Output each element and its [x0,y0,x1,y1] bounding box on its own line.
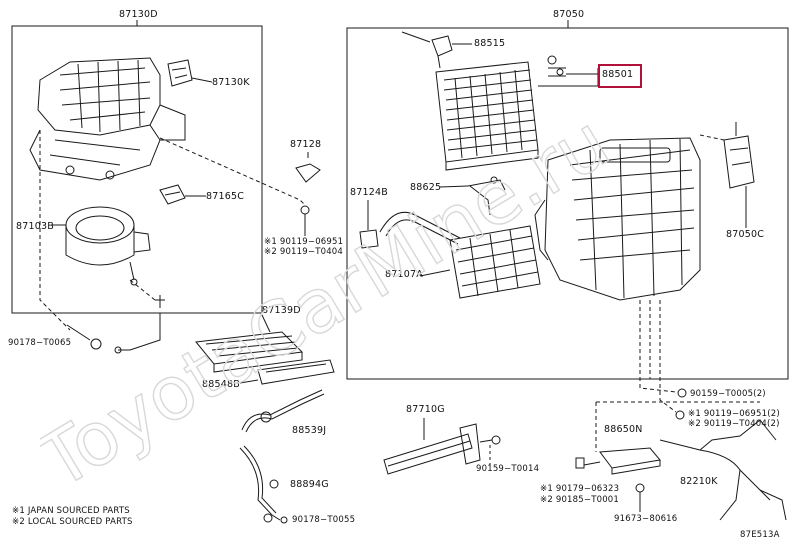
evaporator-88501-sketch [435,61,539,171]
part-90119-06951-2[interactable]: ※1 90119−06951(2) [688,409,780,419]
cabin-filter-sketch [195,314,304,373]
part-87165c[interactable]: 87165C [206,191,245,202]
part-87710g[interactable]: 87710G [406,404,445,415]
part-90159-t0014[interactable]: 90159−T0014 [476,464,540,474]
group-label-87130d[interactable]: 87130D [119,9,158,20]
blower-motor-sketch [52,206,151,286]
part-90119-06951[interactable]: ※1 90119−06951 [264,237,344,247]
blower-case-sketch [29,57,186,181]
actuator-87130k-sketch [167,59,213,87]
resistor-87165c-sketch [159,184,206,205]
part-90179-06323[interactable]: ※1 90179−06323 [540,484,620,494]
part-87050c[interactable]: 87050C [726,229,765,240]
part-88501[interactable]: 88501 [602,69,634,80]
part-88539j[interactable]: 88539J [292,425,327,436]
highlight-88501 [598,64,642,88]
part-87107a[interactable]: 87107A [385,269,423,280]
figure-code: 87E513A [740,530,780,540]
note-local-sourced: ※2 LOCAL SOURCED PARTS [12,517,133,527]
part-87128[interactable]: 87128 [290,139,322,150]
part-91673-80616[interactable]: 91673−80616 [614,514,678,524]
part-90119-t0404-2[interactable]: ※2 90119−T0404(2) [688,419,780,429]
heater-87710g-sketch [383,418,481,475]
part-87130k[interactable]: 87130K [212,77,250,88]
part-87124b[interactable]: 87124B [350,187,388,198]
note-japan-sourced: ※1 JAPAN SOURCED PARTS [12,506,130,516]
part-87103b[interactable]: 87103B [16,221,54,232]
group-box-87050 [346,27,789,380]
part-88515[interactable]: 88515 [474,38,506,49]
heater-core-87107a-sketch [449,225,541,299]
part-87139d[interactable]: 87139D [262,305,301,316]
part-82210k[interactable]: 82210K [680,476,718,487]
part-88650n[interactable]: 88650N [604,424,643,435]
part-88894g[interactable]: 88894G [290,479,329,490]
part-90178-t0055[interactable]: 90178−T0055 [292,515,356,525]
part-90178-t0065[interactable]: 90178−T0065 [8,338,72,348]
part-88625[interactable]: 88625 [410,182,442,193]
group-label-87050[interactable]: 87050 [553,9,585,20]
part-90159-t0005[interactable]: 90159−T0005(2) [690,389,766,399]
part-88548b[interactable]: 88548B [202,379,240,390]
heater-unit-sketch [534,137,701,301]
part-90185-t0001[interactable]: ※2 90185−T0001 [540,495,620,505]
part-90119-t0404[interactable]: ※2 90119−T0404 [264,247,344,257]
